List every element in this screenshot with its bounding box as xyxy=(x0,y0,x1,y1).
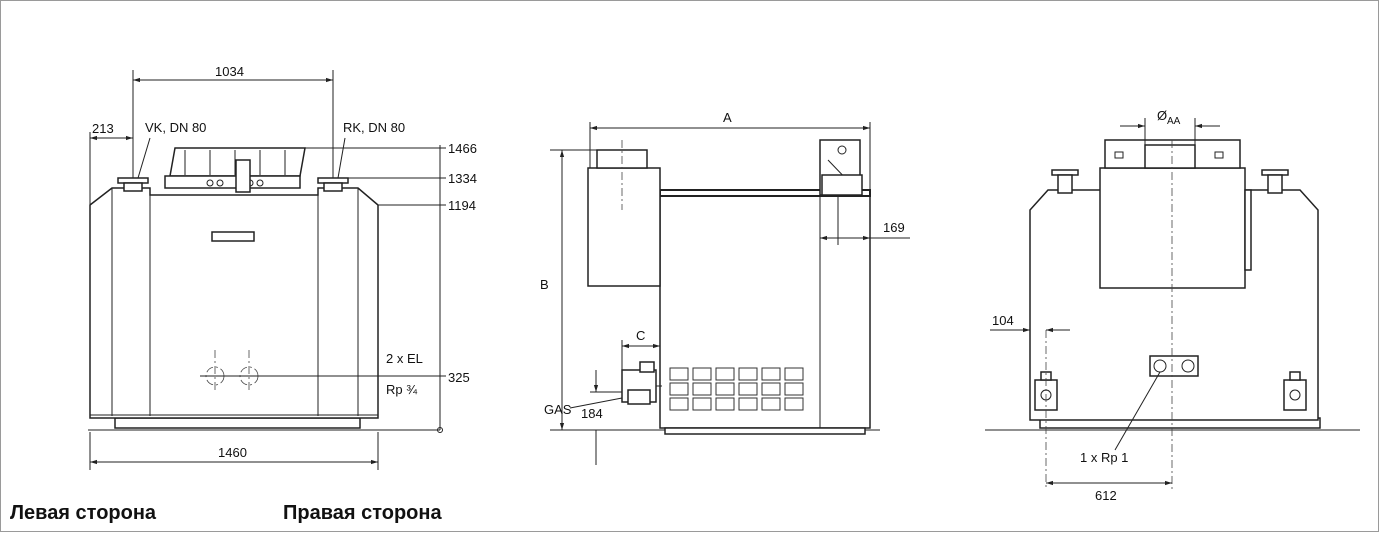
middle-view: A B C 169 GAS 184 xyxy=(540,110,910,465)
caption-left-side: Левая сторона xyxy=(10,502,157,524)
left-base xyxy=(114,417,361,429)
right-view: Ø AA 104 1 x Rp 1 612 xyxy=(985,108,1360,503)
flue-diameter-symbol: Ø xyxy=(1157,108,1167,123)
dim-213: 213 xyxy=(92,121,114,136)
left-name-plate xyxy=(211,231,255,242)
dim-b: B xyxy=(540,277,549,292)
flue-diameter-subscript: AA xyxy=(1167,116,1181,127)
flow-label: VK, DN 80 xyxy=(145,120,206,135)
dim-c: C xyxy=(636,328,645,343)
gas-label: GAS xyxy=(544,402,572,417)
width-612: 612 xyxy=(1095,488,1117,503)
return-label: RK, DN 80 xyxy=(343,120,405,135)
middle-burner-box xyxy=(587,167,661,287)
right-center-connection xyxy=(1149,355,1199,377)
height-1194: 1194 xyxy=(448,198,476,213)
right-right-fitting xyxy=(1283,379,1307,411)
height-1334: 1334 xyxy=(448,171,477,186)
left-burner-base xyxy=(164,175,301,189)
caption-right-side: Правая сторона xyxy=(283,502,442,524)
dim-104: 104 xyxy=(992,313,1014,328)
middle-ventilation-grille xyxy=(669,367,804,411)
dim-1034: 1034 xyxy=(215,64,244,79)
dim-184: 184 xyxy=(581,406,603,421)
height-325: 325 xyxy=(448,370,470,385)
drain-count-label: 2 x EL xyxy=(386,351,423,366)
height-1466: 1466 xyxy=(448,141,477,156)
left-view: 1034 213 VK, DN 80 RK, DN 80 1466 1334 1… xyxy=(88,64,477,470)
dim-a: A xyxy=(723,110,732,125)
width-1460: 1460 xyxy=(218,445,247,460)
dim-169: 169 xyxy=(883,220,905,235)
left-boiler-body xyxy=(89,187,379,419)
drain-thread-label: Rp ¾ xyxy=(386,382,417,397)
right-burner-box xyxy=(1099,167,1246,289)
connection-label: 1 x Rp 1 xyxy=(1080,450,1128,465)
